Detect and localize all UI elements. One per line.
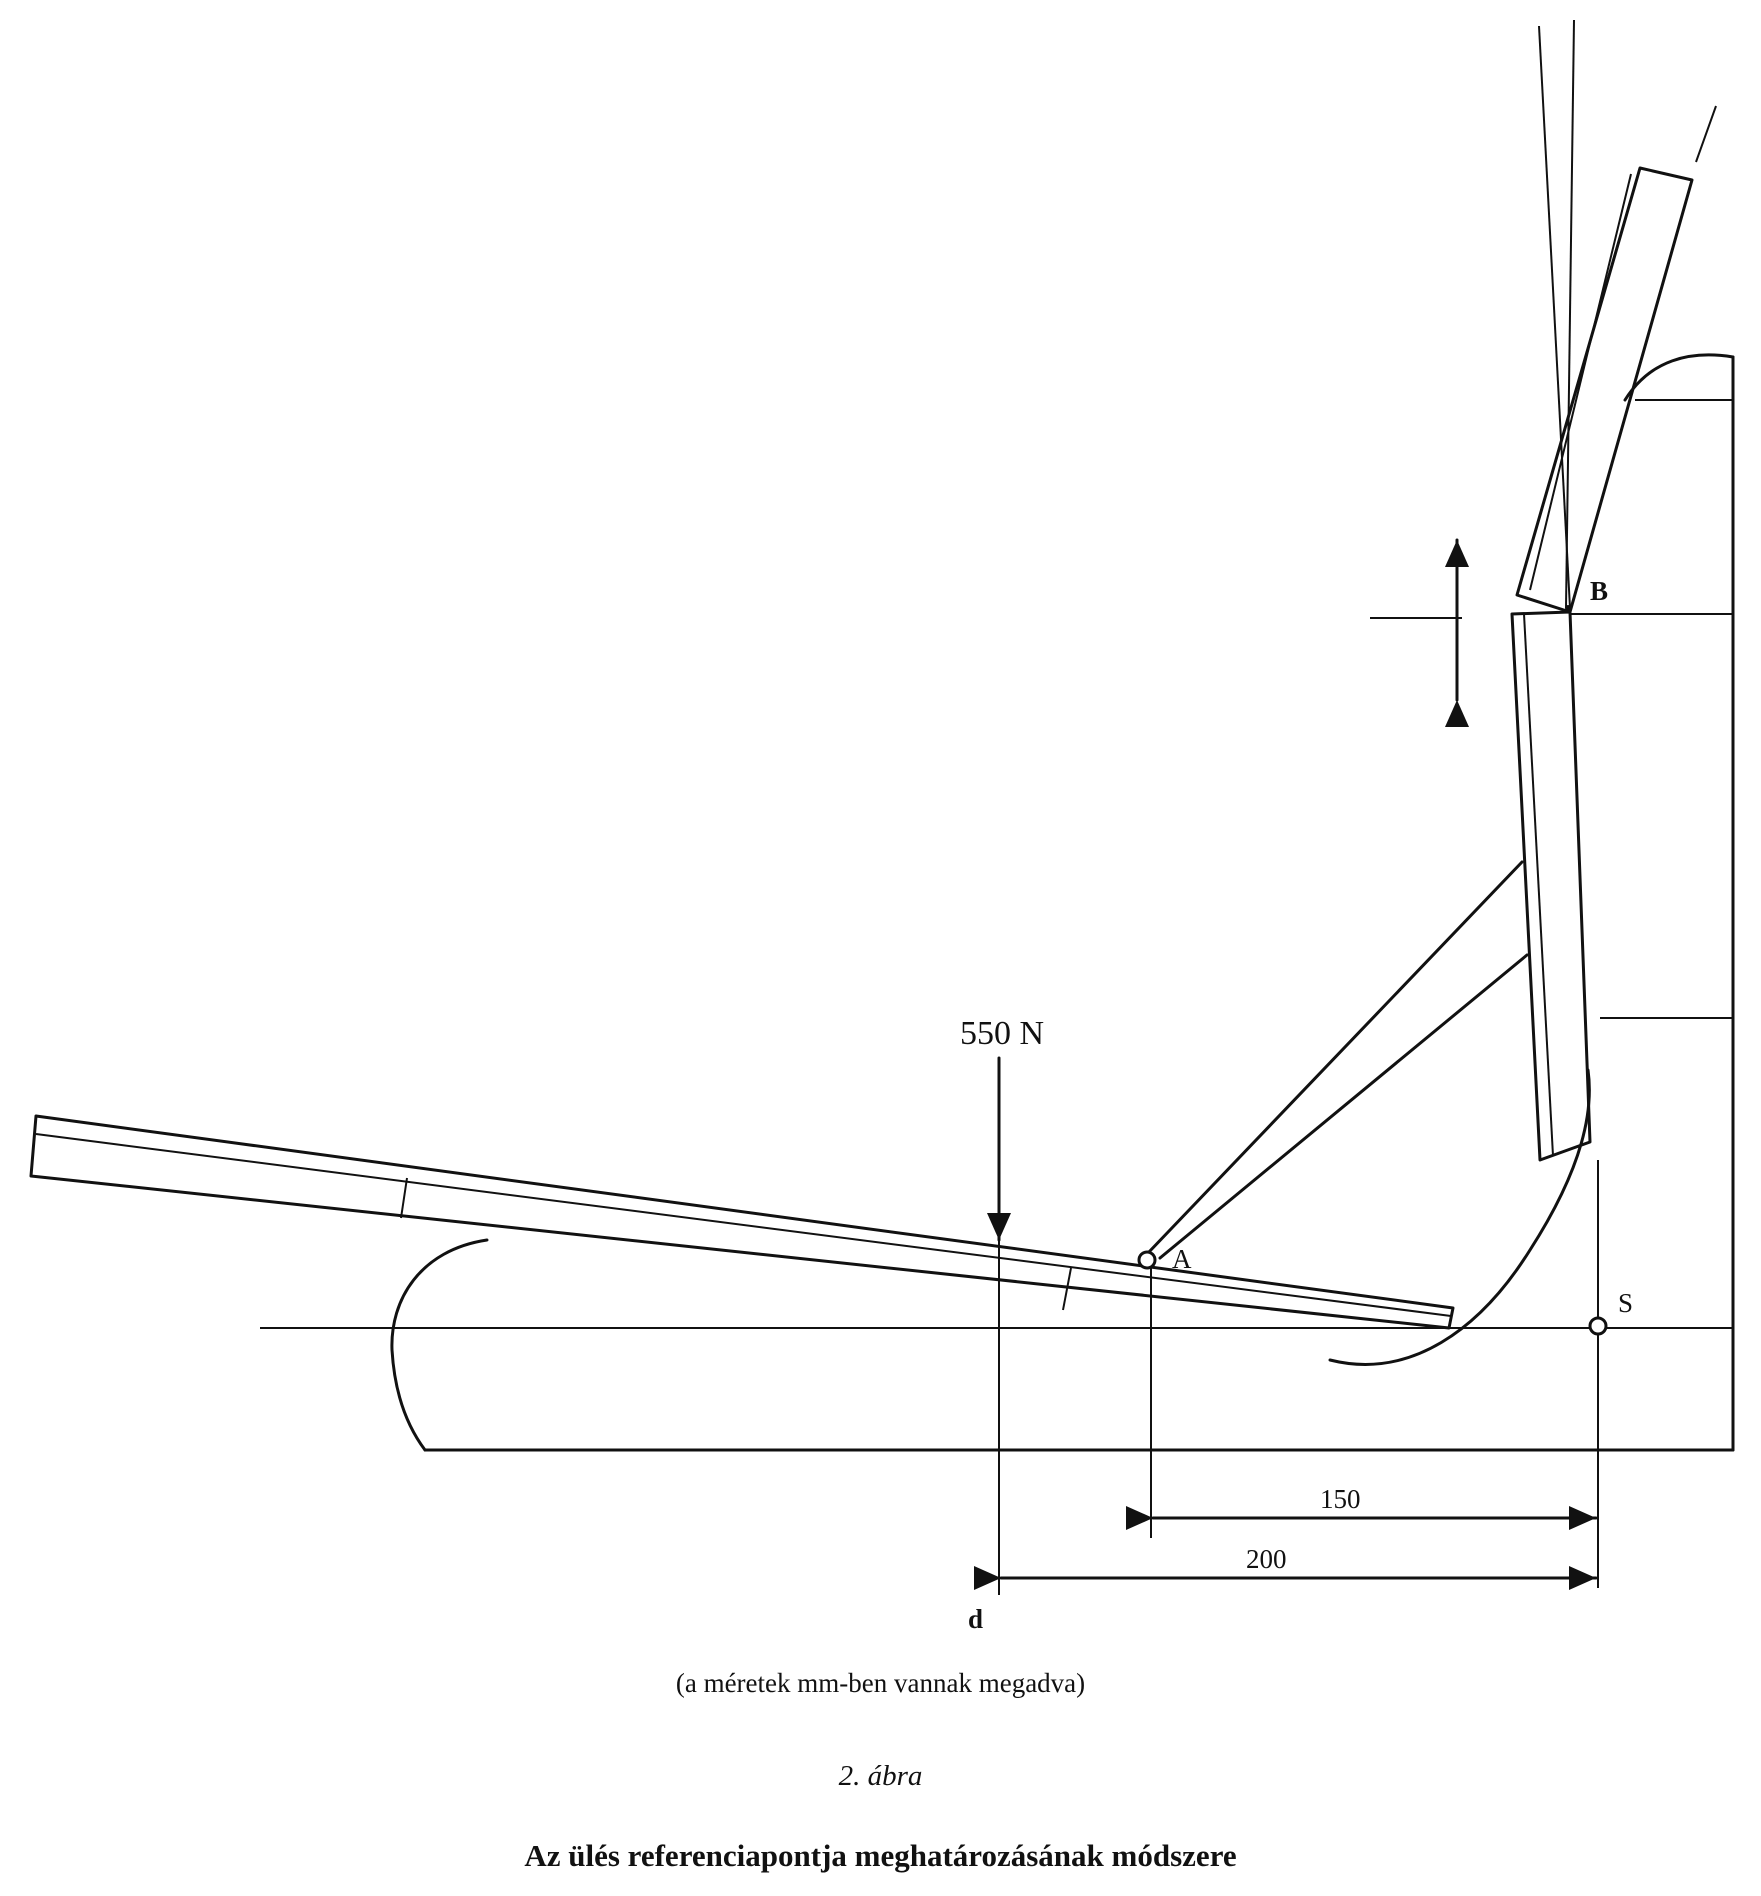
line-d-label: d bbox=[968, 1604, 983, 1634]
thigh-board bbox=[29, 1114, 1455, 1330]
thigh-board-mark-left bbox=[400, 1177, 408, 1219]
thigh-board-inner-line bbox=[35, 1133, 1452, 1317]
back-board-upper-outline bbox=[1515, 166, 1694, 614]
dimension-150-label: 150 bbox=[1320, 1484, 1361, 1514]
back-board-outline bbox=[1510, 610, 1592, 1162]
dimension-200-label: 200 bbox=[1246, 1544, 1287, 1574]
back-board-upper-inner-line bbox=[1529, 173, 1632, 591]
force-label: 550 N bbox=[960, 1015, 1044, 1052]
point-s-label: S bbox=[1618, 1288, 1633, 1318]
seat-cushion-front-curve bbox=[390, 1238, 489, 1452]
seat-outline bbox=[390, 353, 1735, 1452]
point-a-label: A bbox=[1172, 1244, 1192, 1274]
back-board-upper-extension bbox=[1695, 105, 1717, 163]
seat-cushion-rear-curve bbox=[1328, 1068, 1591, 1366]
hinge-arm-upper bbox=[1146, 860, 1524, 1255]
torso-line-left bbox=[1538, 25, 1571, 609]
back-board-inner-line bbox=[1523, 613, 1554, 1157]
figure-number: 2. ábra bbox=[838, 1760, 923, 1792]
thigh-board-outline bbox=[29, 1114, 1455, 1330]
back-board-upper bbox=[1515, 105, 1717, 614]
point-s-marker bbox=[1588, 1316, 1608, 1336]
point-b-marker bbox=[1565, 605, 1571, 611]
point-a-marker bbox=[1137, 1250, 1157, 1270]
hinge-arm-lower bbox=[1158, 953, 1529, 1260]
thigh-board-mark-right bbox=[1062, 1267, 1072, 1311]
point-b-label: B bbox=[1590, 576, 1608, 606]
figure-title: Az ülés referenciapontja meghatározásána… bbox=[524, 1838, 1237, 1873]
back-board bbox=[1510, 610, 1592, 1162]
units-note: (a méretek mm-ben vannak megadva) bbox=[675, 1668, 1086, 1698]
torso-line-right bbox=[1565, 19, 1575, 609]
